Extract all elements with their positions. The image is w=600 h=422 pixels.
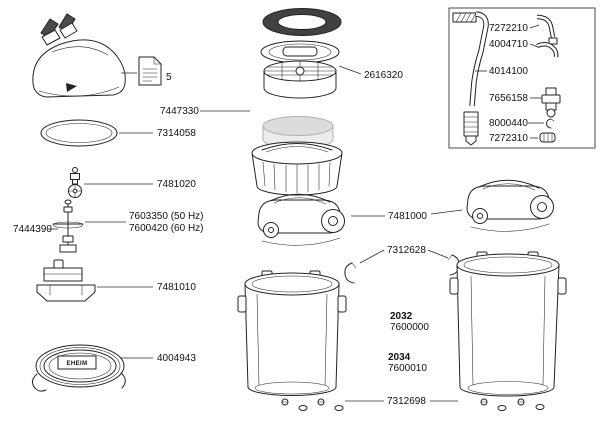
label-filter-basket: 7447330 [160,106,199,117]
filter-stack-drawing [251,8,343,196]
label-accessory-2: 4004710 [489,39,528,50]
label-shaft-assembly: 7444390 [13,224,52,235]
instruction-manual-icon [138,56,162,86]
base-feet-drawings [281,398,545,411]
canister-right-drawing [449,251,567,397]
impeller-drawing [68,167,82,198]
label-accessory-3: 4014100 [489,66,528,77]
label-hose: 4004943 [157,353,196,364]
accessory-box-border [448,7,596,149]
label-lid-handle: 7481000 [388,211,427,222]
label-accessory-1: 7272210 [489,23,528,34]
accessory-box: 7272210 4004710 4014100 7656158 8000440 … [448,7,596,149]
label-model-left: 2032 [390,311,413,322]
hose-coil-drawing: EHEIM [31,344,126,392]
label-sealing-ring: 7314058 [157,128,196,139]
label-manual-quantity: 5 [166,72,172,83]
label-base-feet: 7312698 [387,396,426,407]
canister-left-drawing [237,270,347,396]
label-model-right: 2034 [388,352,411,363]
sealing-ring-drawing [40,119,118,147]
label-motor-60hz: 7600420 (60 Hz) [129,223,204,234]
strainer-drawing [539,132,556,143]
clip-ring-drawing [546,118,555,129]
hose-piece-drawing [536,42,559,58]
leader-line [427,249,449,259]
label-accessory-4: 7656158 [489,93,528,104]
leader-line [430,209,463,215]
leader-line [359,249,385,264]
leader-line [529,43,539,48]
pump-head-drawing [32,13,126,98]
label-pump-cover: 7481010 [157,282,196,293]
leader-line [338,65,362,75]
lid-handle-left-drawing [257,193,345,246]
shaft-assembly-drawing [52,199,84,253]
label-accessory-6: 7272310 [489,133,528,144]
label-model-right-part: 7600010 [388,363,427,374]
label-filter-media: 2616320 [364,70,403,81]
label-motor-50hz: 7603350 (50 Hz) [129,211,204,222]
label-model-left-part: 7600000 [390,322,429,333]
pump-cover-drawing [36,259,96,302]
outlet-elbow-drawing [536,14,558,45]
leader-line [529,24,540,29]
label-impeller: 7481020 [157,179,196,190]
lid-handle-right-drawing [466,179,554,232]
label-clip: 7312628 [387,245,426,256]
hose-brand-tag: EHEIM [66,361,87,367]
label-accessory-5: 8000440 [489,118,528,129]
intake-pipe-drawing [452,11,489,146]
clip-drawings [344,254,460,284]
tap-valve-drawing [541,87,561,118]
